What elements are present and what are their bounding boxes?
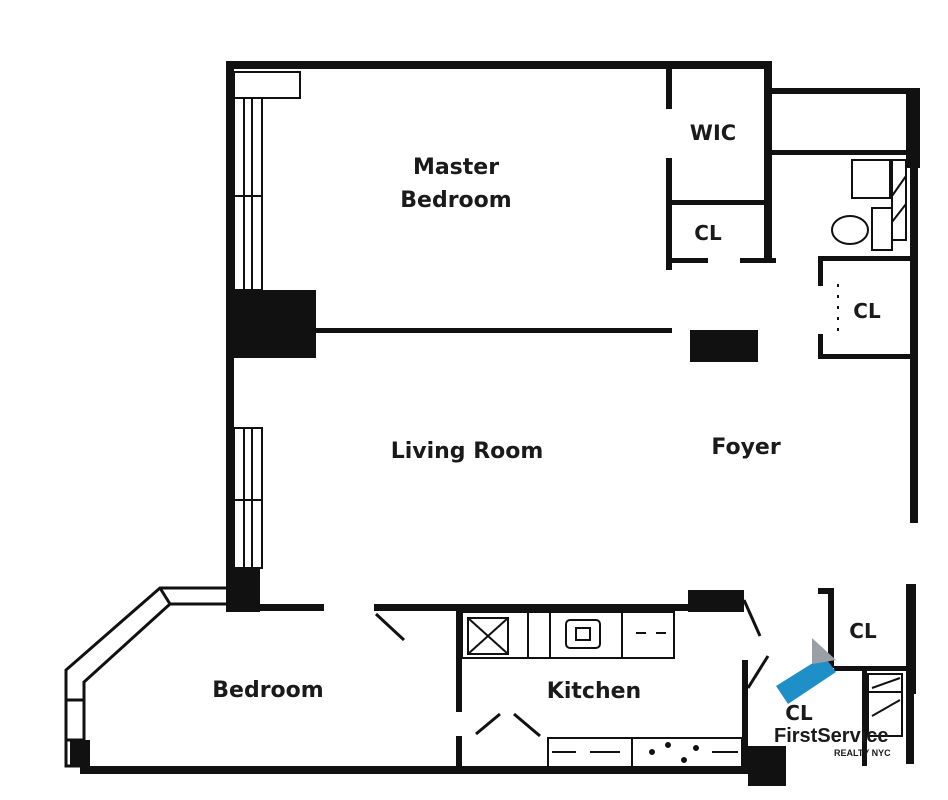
bedroom-label: Bedroom	[212, 678, 323, 703]
closet-lower-right-label: CL	[849, 619, 877, 643]
watermark-accent-stripe	[776, 656, 836, 704]
bathroom-fixtures	[831, 159, 907, 737]
closet-upper-label: CL	[694, 221, 722, 245]
living-room-label: Living Room	[391, 439, 544, 464]
firstservice-watermark: FirstService REALTY NYC	[774, 638, 891, 758]
interior-walls	[80, 69, 914, 774]
master-bedroom-label-line1: Master	[413, 155, 499, 180]
bedroom-bay-window	[64, 586, 226, 768]
closet-right-label: CL	[853, 299, 881, 323]
watermark-logo-mark	[812, 638, 836, 664]
wic-label: WIC	[690, 121, 736, 145]
closet-bottom-label: CL	[785, 701, 813, 725]
foyer-label: Foyer	[711, 435, 781, 460]
watermark-tagline: REALTY NYC	[834, 748, 891, 758]
watermark-brand: FirstService	[774, 725, 889, 747]
door-swings	[374, 284, 839, 738]
kitchen-fixtures	[461, 611, 743, 769]
master-bedroom-label-line2: Bedroom	[400, 188, 511, 213]
kitchen-label: Kitchen	[547, 679, 641, 704]
structural-columns	[226, 290, 786, 786]
